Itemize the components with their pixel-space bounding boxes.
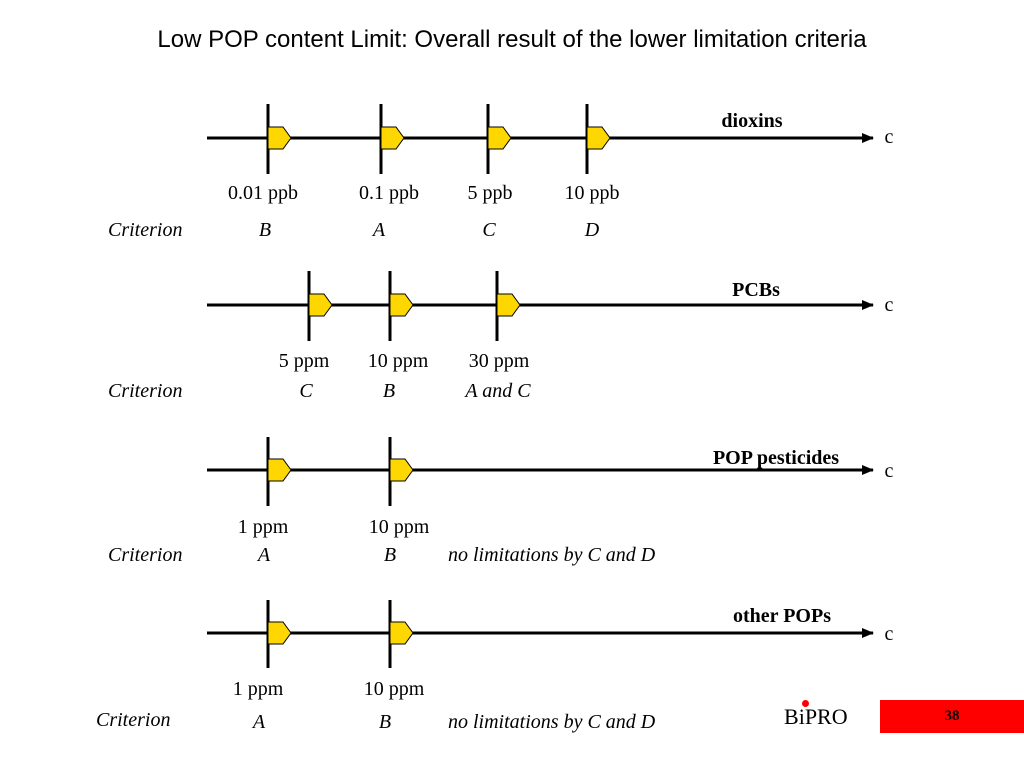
- dioxins-marker: [380, 126, 405, 150]
- marker-value: 10 ppm: [368, 516, 430, 538]
- criterion-letter: B: [258, 219, 272, 241]
- pcbs-marker: [389, 293, 414, 317]
- page-number: 38: [944, 708, 960, 724]
- panel-label-other-pops: other POPs: [733, 605, 831, 627]
- criterion-letter: B: [378, 711, 392, 733]
- axis-symbol: c: [884, 623, 894, 645]
- marker-value: 10 ppm: [363, 678, 425, 700]
- marker-value: 5 ppb: [467, 182, 513, 204]
- dioxins-marker: [487, 126, 512, 150]
- marker-value: 1 ppm: [237, 516, 289, 538]
- dioxins-marker: [267, 126, 292, 150]
- page-number-box: 38: [880, 700, 1024, 733]
- panel-label-pop-pesticides: POP pesticides: [712, 447, 840, 469]
- panel-label-dioxins: dioxins: [721, 110, 783, 132]
- axis-symbol: c: [884, 294, 894, 316]
- limitation-note: no limitations by C and D: [448, 711, 656, 733]
- dioxins-marker: [586, 126, 611, 150]
- criterion-letter: B: [382, 380, 396, 402]
- logo-suffix: PRO: [804, 704, 848, 729]
- criterion-label: Criterion: [108, 380, 183, 402]
- other-pops-marker: [267, 621, 292, 645]
- criterion-letter: A: [252, 711, 266, 733]
- criterion-label: Criterion: [108, 219, 183, 241]
- logo-red-dot: [802, 700, 809, 707]
- pesticides-marker: [389, 458, 414, 482]
- marker-value: 5 ppm: [278, 350, 330, 372]
- other-pops-marker: [389, 621, 414, 645]
- marker-value: 1 ppm: [232, 678, 284, 700]
- criterion-letter: A: [372, 219, 386, 241]
- criterion-letter: C: [482, 219, 496, 241]
- slide-title: Low POP content Limit: Overall result of…: [157, 26, 867, 53]
- criterion-letter: A: [257, 544, 271, 566]
- pcbs-marker: [496, 293, 521, 317]
- pesticides-marker: [267, 458, 292, 482]
- marker-value: 10 ppb: [564, 182, 620, 204]
- axis-symbol: c: [884, 460, 894, 482]
- criterion-letter: C: [299, 380, 313, 402]
- criterion-label: Criterion: [108, 544, 183, 566]
- bipro-logo: BiPRO: [784, 700, 848, 730]
- marker-value: 0.01 ppb: [228, 182, 298, 204]
- criterion-letter: B: [383, 544, 397, 566]
- criterion-letter: D: [584, 219, 600, 241]
- logo-prefix: B: [784, 704, 799, 729]
- criterion-label: Criterion: [96, 709, 171, 731]
- marker-value: 10 ppm: [367, 350, 429, 372]
- marker-value: 0.1 ppb: [359, 182, 419, 204]
- criterion-letter: A and C: [465, 380, 531, 402]
- marker-value: 30 ppm: [468, 350, 530, 372]
- logo-i: i: [798, 704, 805, 729]
- pcbs-marker: [308, 293, 333, 317]
- panel-label-pcbs: PCBs: [732, 279, 780, 301]
- limitation-note: no limitations by C and D: [448, 544, 656, 566]
- axis-symbol: c: [884, 126, 894, 148]
